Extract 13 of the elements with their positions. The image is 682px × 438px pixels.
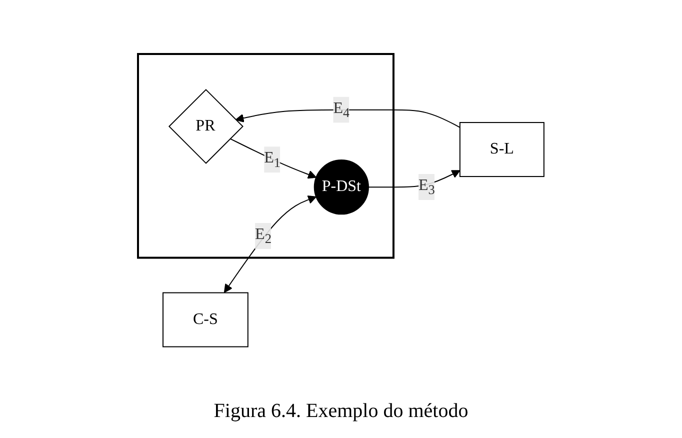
arrow: [235, 109, 460, 128]
figure-caption: Figura 6.4. Exemplo do método: [214, 400, 468, 422]
edge-label: E$_{4}$: [333, 99, 350, 120]
node-box: S-L: [459, 122, 544, 177]
edge-label: E$_{3}$: [418, 176, 435, 197]
arrow: [230, 138, 317, 178]
node-box: C-S: [162, 292, 248, 347]
node-diamond: PR: [168, 88, 244, 164]
cluster: [137, 52, 395, 258]
arrow: [224, 195, 317, 292]
node-circle: P-DSt: [314, 159, 370, 214]
edge-label: E$_{1}$: [264, 149, 281, 170]
edge-label: E$_{2}$: [255, 226, 272, 246]
